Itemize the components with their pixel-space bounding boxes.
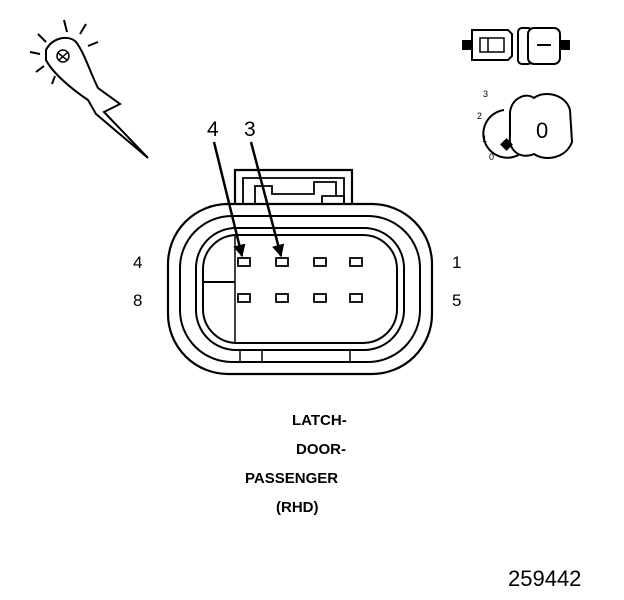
key-label: 0 bbox=[536, 118, 548, 143]
figure-number: 259442 bbox=[508, 566, 582, 591]
callout-3: 3 bbox=[244, 118, 256, 141]
pin-label-5: 5 bbox=[452, 291, 461, 310]
cavity-3 bbox=[275, 257, 289, 267]
cavity-5 bbox=[349, 293, 363, 303]
cavity-4 bbox=[237, 257, 251, 267]
cavity-6 bbox=[313, 293, 327, 303]
caption-line-latch: LATCH- bbox=[292, 412, 347, 429]
cavity-1 bbox=[349, 257, 363, 267]
probe-icon bbox=[29, 19, 149, 159]
ignition-key-icon: 3 2 1 0 0 bbox=[477, 89, 574, 162]
cavity-7 bbox=[275, 293, 289, 303]
caption-line-door: DOOR- bbox=[296, 441, 346, 458]
key-position-3: 3 bbox=[483, 89, 488, 99]
callout-4: 4 bbox=[207, 118, 219, 141]
callout-arrow-4 bbox=[212, 141, 246, 258]
key-position-0: 0 bbox=[489, 152, 494, 162]
pin-label-8: 8 bbox=[133, 291, 142, 310]
caption-line-rhd: (RHD) bbox=[276, 499, 319, 516]
cavity-2 bbox=[313, 257, 327, 267]
terminal-cavities bbox=[237, 257, 363, 303]
connector-pair-icon bbox=[462, 27, 570, 65]
connector-housing bbox=[166, 168, 434, 376]
key-position-1: 1 bbox=[482, 134, 487, 144]
caption-line-passenger: PASSENGER bbox=[245, 470, 339, 487]
pin-label-4: 4 bbox=[133, 253, 142, 272]
cavity-8 bbox=[237, 293, 251, 303]
key-position-2: 2 bbox=[477, 111, 482, 121]
callout-arrow-3 bbox=[249, 141, 285, 258]
pin-label-1: 1 bbox=[452, 253, 461, 272]
